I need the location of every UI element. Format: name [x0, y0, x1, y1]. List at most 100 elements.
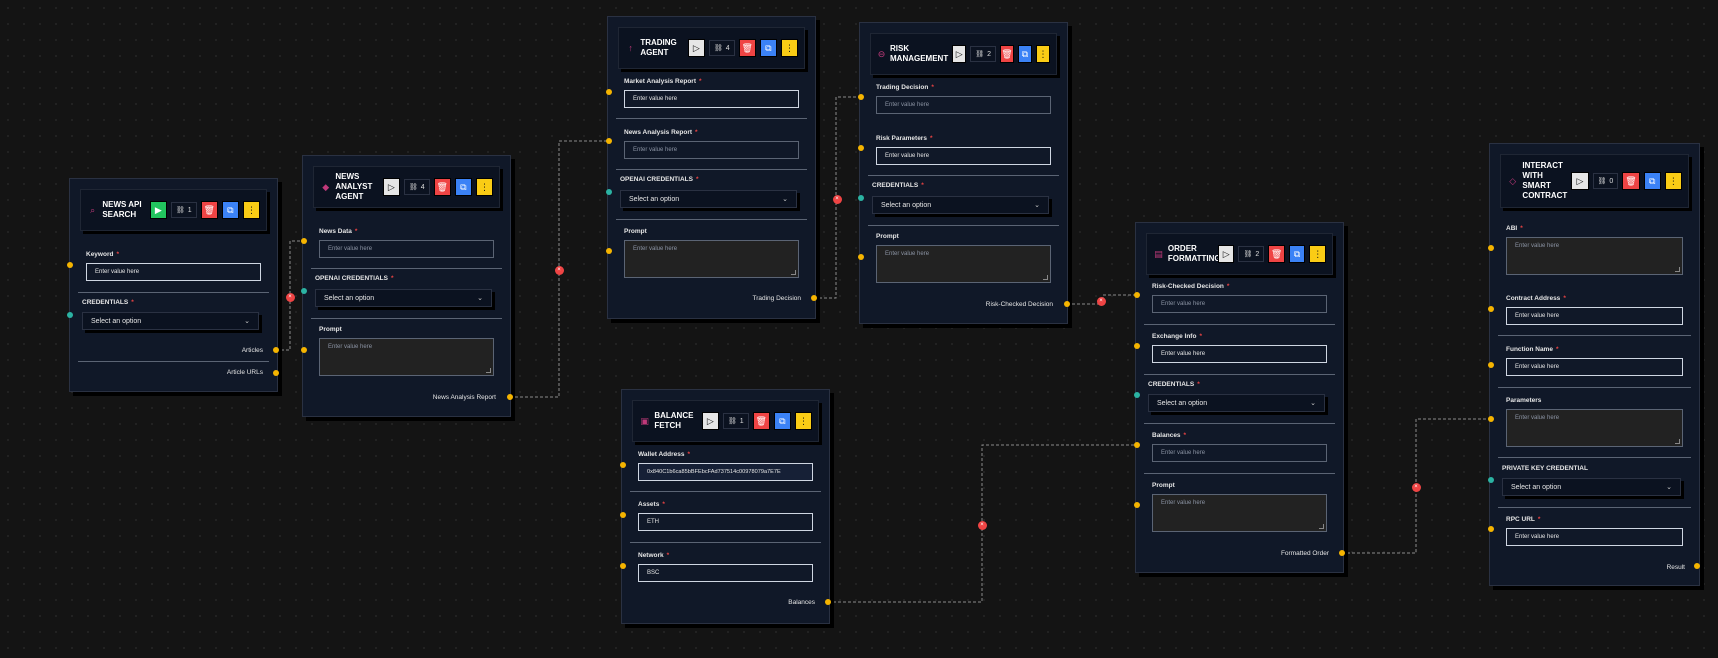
rpc-url-input[interactable]: Enter value here	[1506, 528, 1683, 546]
duplicate-button[interactable]: ⧉	[454, 178, 472, 196]
node-header[interactable]: ⊖ RISK MANAGEMENT ▷ ⛓2 🗑 ⧉ ⋮	[870, 33, 1057, 75]
input-port-trading-decision[interactable]	[858, 94, 864, 100]
input-port-risk-checked-decision[interactable]	[1134, 292, 1140, 298]
credential-port[interactable]	[858, 195, 864, 201]
menu-button[interactable]: ⋮	[475, 178, 493, 196]
market-analysis-input[interactable]: Enter value here	[624, 90, 799, 108]
private-key-select[interactable]: Select an option⌄	[1502, 478, 1681, 496]
credentials-select[interactable]: Select an option⌄	[315, 289, 492, 307]
menu-button[interactable]: ⋮	[794, 412, 812, 430]
node-header[interactable]: ▣ BALANCE FETCH ▷ ⛓1 🗑 ⧉ ⋮	[632, 400, 819, 442]
input-port-news-data[interactable]	[301, 238, 307, 244]
network-input[interactable]: BSC	[638, 564, 813, 582]
run-button[interactable]: ▷	[701, 412, 719, 430]
run-button[interactable]: ▷	[687, 39, 705, 57]
credentials-select[interactable]: Select an option⌄	[1148, 394, 1325, 412]
remove-edge-button[interactable]: ×	[1096, 296, 1106, 306]
output-port-risk-checked-decision[interactable]	[1064, 301, 1070, 307]
run-button[interactable]: ▷	[382, 178, 400, 196]
delete-button[interactable]: 🗑	[752, 412, 770, 430]
input-port-parameters[interactable]	[1488, 416, 1494, 422]
connections-badge[interactable]: ⛓2	[1238, 246, 1265, 262]
menu-button[interactable]: ⋮	[1309, 245, 1326, 263]
node-trading-agent[interactable]: ↑ TRADING AGENT ▷ ⛓4 🗑 ⧉ ⋮ Market Analys…	[607, 16, 816, 319]
output-port-news-analysis-report[interactable]	[507, 394, 513, 400]
node-interact-smart-contract[interactable]: ◇ INTERACT WITH SMART CONTRACT ▷ ⛓0 🗑 ⧉ …	[1489, 143, 1700, 586]
menu-button[interactable]: ⋮	[780, 39, 798, 57]
node-news-analyst-agent[interactable]: ◆ NEWS ANALYST AGENT ▷ ⛓4 🗑 ⧉ ⋮ News Dat…	[302, 155, 511, 417]
duplicate-button[interactable]: ⧉	[759, 39, 777, 57]
input-port-keyword[interactable]	[67, 262, 73, 268]
run-button[interactable]: ▷	[952, 45, 967, 63]
delete-button[interactable]: 🗑	[433, 178, 451, 196]
input-port-news-analysis[interactable]	[606, 138, 612, 144]
trading-decision-input[interactable]: Enter value here	[876, 96, 1051, 114]
delete-button[interactable]: 🗑	[1000, 45, 1015, 63]
credentials-select[interactable]: Select an option⌄	[620, 190, 797, 208]
remove-edge-button[interactable]: ×	[977, 520, 987, 530]
balances-input[interactable]: Enter value here	[1152, 444, 1327, 462]
menu-button[interactable]: ⋮	[1664, 172, 1683, 190]
remove-edge-button[interactable]: ×	[832, 194, 842, 204]
input-port-prompt[interactable]	[858, 254, 864, 260]
remove-edge-button[interactable]: ×	[554, 265, 564, 275]
output-port-formatted-order[interactable]	[1339, 550, 1345, 556]
output-port-balances[interactable]	[825, 599, 831, 605]
input-port-wallet-address[interactable]	[620, 462, 626, 468]
connections-badge[interactable]: ⛓1	[722, 413, 749, 429]
contract-address-input[interactable]: Enter value here	[1506, 307, 1683, 325]
risk-checked-decision-input[interactable]: Enter value here	[1152, 295, 1327, 313]
connections-badge[interactable]: ⛓4	[403, 179, 430, 195]
function-name-input[interactable]: Enter value here	[1506, 358, 1683, 376]
node-header[interactable]: ⌕ NEWS API SEARCH ▶ ⛓1 🗑 ⧉ ⋮	[80, 189, 267, 231]
remove-edge-button[interactable]: ×	[1411, 482, 1421, 492]
input-port-network[interactable]	[620, 563, 626, 569]
prompt-textarea[interactable]: Enter value here	[1152, 494, 1327, 532]
duplicate-button[interactable]: ⧉	[1288, 245, 1306, 263]
input-port-function-name[interactable]	[1488, 362, 1494, 368]
input-port-risk-parameters[interactable]	[858, 145, 864, 151]
input-port-exchange-info[interactable]	[1134, 343, 1140, 349]
input-port-balances[interactable]	[1134, 442, 1140, 448]
keyword-input[interactable]: Enter value here	[86, 263, 261, 281]
duplicate-button[interactable]: ⧉	[773, 412, 791, 430]
node-risk-management[interactable]: ⊖ RISK MANAGEMENT ▷ ⛓2 🗑 ⧉ ⋮ Trading Dec…	[859, 22, 1068, 324]
delete-button[interactable]: 🗑	[1268, 245, 1285, 263]
output-port-trading-decision[interactable]	[811, 295, 817, 301]
credential-port[interactable]	[67, 312, 73, 318]
news-data-input[interactable]: Enter value here	[319, 240, 494, 258]
node-order-formatting[interactable]: ▤ ORDER FORMATTING ▷ ⛓2 🗑 ⧉ ⋮ Risk-Check…	[1135, 222, 1344, 573]
node-balance-fetch[interactable]: ▣ BALANCE FETCH ▷ ⛓1 🗑 ⧉ ⋮ Wallet Addres…	[621, 389, 830, 624]
credential-port[interactable]	[1134, 392, 1140, 398]
credential-port[interactable]	[1488, 477, 1494, 483]
run-button[interactable]: ▷	[1571, 172, 1589, 190]
assets-input[interactable]: ETH	[638, 513, 813, 531]
run-button[interactable]: ▶	[149, 201, 167, 219]
input-port-market-analysis[interactable]	[606, 89, 612, 95]
prompt-textarea[interactable]: Enter value here	[319, 338, 494, 376]
remove-edge-button[interactable]: ×	[285, 292, 295, 302]
output-port-articles[interactable]	[273, 347, 279, 353]
duplicate-button[interactable]: ⧉	[221, 201, 239, 219]
credentials-select[interactable]: Select an option⌄	[872, 196, 1049, 214]
exchange-info-input[interactable]: Enter value here	[1152, 345, 1327, 363]
menu-button[interactable]: ⋮	[242, 201, 260, 219]
delete-button[interactable]: 🗑	[738, 39, 756, 57]
connections-badge[interactable]: ⛓4	[708, 40, 735, 56]
input-port-contract-address[interactable]	[1488, 306, 1494, 312]
node-header[interactable]: ◆ NEWS ANALYST AGENT ▷ ⛓4 🗑 ⧉ ⋮	[313, 166, 500, 208]
input-port-assets[interactable]	[620, 512, 626, 518]
wallet-address-input[interactable]: 0x840C1b6ca85bBFEbcFAd737514c00978079a7E…	[638, 463, 813, 481]
input-port-rpc-url[interactable]	[1488, 526, 1494, 532]
delete-button[interactable]: 🗑	[200, 201, 218, 219]
node-header[interactable]: ↑ TRADING AGENT ▷ ⛓4 🗑 ⧉ ⋮	[618, 27, 805, 69]
credential-port[interactable]	[606, 189, 612, 195]
prompt-textarea[interactable]: Enter value here	[876, 245, 1051, 283]
credential-port[interactable]	[301, 288, 307, 294]
news-analysis-input[interactable]: Enter value here	[624, 141, 799, 159]
input-port-abi[interactable]	[1488, 245, 1494, 251]
prompt-textarea[interactable]: Enter value here	[624, 240, 799, 278]
run-button[interactable]: ▷	[1217, 245, 1235, 263]
input-port-prompt[interactable]	[1134, 502, 1140, 508]
